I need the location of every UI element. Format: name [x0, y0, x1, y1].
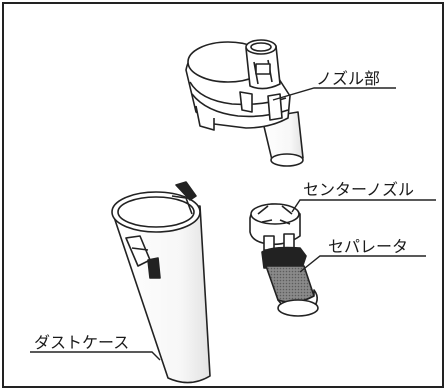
dust-case-label: ダストケース [34, 333, 129, 352]
dust-case-illustration [111, 181, 211, 384]
center-nozzle-label: センターノズル [303, 180, 414, 199]
separator-label: セパレータ [328, 237, 408, 256]
separator-illustration [261, 246, 319, 317]
leader-lines [30, 87, 436, 361]
center-nozzle-illustration [249, 203, 301, 251]
nozzle-part-label: ノズル部 [316, 69, 380, 88]
nozzle-part-illustration [185, 39, 304, 167]
